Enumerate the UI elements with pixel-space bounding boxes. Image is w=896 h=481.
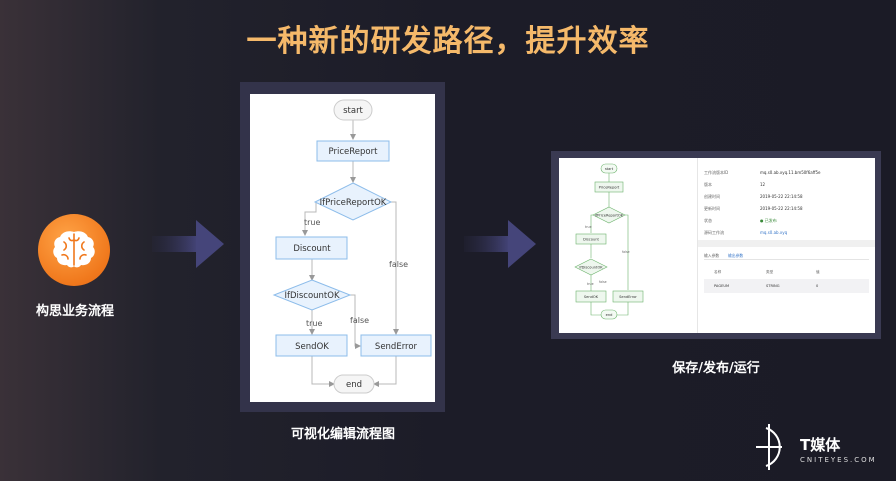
edge-label-false: false: [350, 316, 369, 325]
node-if-price-report-ok[interactable]: IfPriceReportOK: [313, 182, 393, 221]
arrow-right-icon: [464, 220, 536, 268]
node-start[interactable]: start: [333, 99, 373, 121]
mini-flowchart: start PriceReport IfPriceReportOK true f…: [574, 163, 644, 320]
mini-edge-true: true: [585, 225, 592, 229]
brand-site: CNITEYES.COM: [800, 456, 877, 464]
mini-edge-false: false: [622, 250, 630, 254]
mini-node-send-error: SendError: [612, 290, 644, 303]
product-caption: 保存/发布/运行: [672, 361, 760, 376]
svg-text:Discount: Discount: [583, 238, 599, 242]
product-screenshot-panel: start PriceReport IfPriceReportOK true f…: [551, 151, 881, 339]
mini-node-end: end: [600, 309, 618, 320]
cniteyes-logo-icon: [756, 424, 782, 470]
svg-text:SendError: SendError: [619, 295, 637, 299]
node-price-report[interactable]: PriceReport: [316, 140, 390, 162]
svg-text:SendOK: SendOK: [295, 342, 329, 352]
node-discount[interactable]: Discount: [275, 236, 348, 260]
table-row[interactable]: PAGEUM STRING 0: [704, 279, 869, 293]
svg-text:end: end: [346, 380, 362, 390]
brain-icon: [38, 214, 110, 286]
svg-text:PriceReport: PriceReport: [599, 186, 620, 190]
table-header: 名称 类型 值: [714, 270, 820, 274]
node-if-discount-ok[interactable]: IfDiscountOK: [272, 279, 352, 311]
info-row: 状态● 已发布: [704, 218, 777, 223]
svg-text:IfDiscountOK: IfDiscountOK: [284, 291, 340, 301]
edge-label-false: false: [389, 260, 408, 269]
svg-text:SendError: SendError: [375, 342, 418, 352]
section-gap: [698, 240, 875, 247]
arrow-right-icon: [152, 220, 224, 268]
flowchart-editor-panel: start PriceReport IfPriceReportOK true f…: [240, 82, 445, 412]
mini-node-price-report: PriceReport: [594, 181, 624, 193]
tab-input-params[interactable]: 输入参数: [704, 253, 720, 258]
mini-node-start: start: [600, 163, 618, 174]
svg-text:SendOK: SendOK: [584, 295, 599, 299]
svg-text:IfPriceReportOK: IfPriceReportOK: [320, 198, 387, 208]
svg-text:start: start: [343, 106, 363, 116]
node-send-ok[interactable]: SendOK: [275, 334, 348, 357]
page-title: 一种新的研发路径，提升效率: [246, 24, 650, 59]
node-send-error[interactable]: SendError: [360, 334, 432, 357]
node-end[interactable]: end: [333, 374, 375, 394]
flowchart: start PriceReport IfPriceReportOK true f…: [272, 99, 432, 394]
mini-edge-true: true: [587, 282, 594, 286]
svg-text:PriceReport: PriceReport: [329, 147, 379, 157]
mini-node-send-ok: SendOK: [575, 290, 607, 303]
svg-text:start: start: [605, 167, 614, 171]
flowchart-caption: 可视化编辑流程图: [290, 427, 395, 442]
brain-label: 构思业务流程: [35, 304, 114, 319]
brand-name: T媒体: [800, 436, 841, 454]
mini-node-discount: Discount: [575, 233, 607, 245]
edge-label-true: true: [306, 319, 322, 328]
svg-text:Discount: Discount: [293, 244, 331, 254]
mini-node-if-discount: IfDiscountOK: [574, 258, 608, 276]
svg-text:IfPriceReportOK: IfPriceReportOK: [595, 214, 624, 218]
edge-label-true: true: [304, 218, 320, 227]
pane-divider: [697, 158, 698, 333]
mini-node-if-price: IfPriceReportOK: [592, 206, 626, 224]
mini-edge-false: false: [599, 280, 607, 284]
svg-text:end: end: [606, 313, 613, 317]
tab-underline: [704, 259, 869, 260]
svg-text:IfDiscountOK: IfDiscountOK: [579, 266, 603, 270]
